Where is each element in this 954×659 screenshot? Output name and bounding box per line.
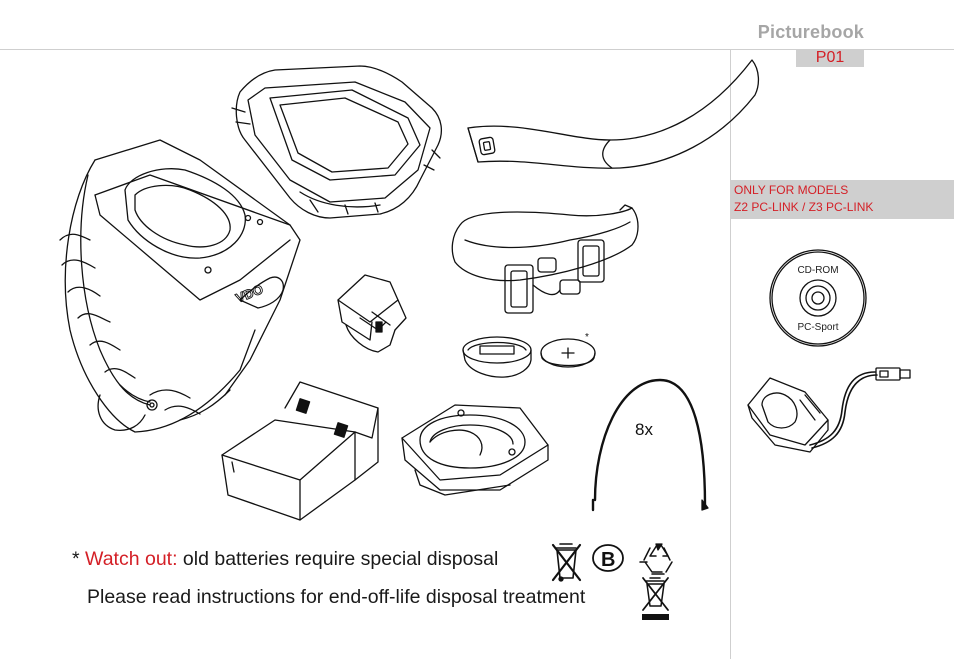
cd-bottom-label: PC-Sport xyxy=(797,322,838,333)
recycle-icon xyxy=(639,543,673,575)
warning-text: old batteries require special disposal xyxy=(177,548,499,570)
book-title: Picturebook xyxy=(757,22,864,42)
usb-cradle-illustration xyxy=(747,367,911,453)
handlebar-mount-illustration: VDO xyxy=(59,139,301,433)
cable-tie-illustration: 8x xyxy=(591,378,709,512)
mounting-bracket-illustration xyxy=(401,404,549,496)
models-note-line-1: ONLY FOR MODELS xyxy=(734,183,849,197)
warning-label: Watch out: xyxy=(85,548,178,570)
header-divider xyxy=(0,49,954,50)
elastic-strap-illustration xyxy=(451,204,639,314)
page-code-tag: P01 xyxy=(796,49,864,67)
cd-rom-illustration: CD-ROM PC-Sport xyxy=(769,249,867,347)
coin-battery-illustration: * xyxy=(540,332,596,368)
cd-top-label: CD-ROM xyxy=(797,265,838,276)
warning-asterisk: * xyxy=(72,548,80,570)
side-panel-divider xyxy=(730,50,731,659)
chest-strap-illustration xyxy=(467,59,760,169)
models-note-box: ONLY FOR MODELS Z2 PC-LINK / Z3 PC-LINK xyxy=(731,180,954,219)
vdo-brand-mark: VDO xyxy=(234,281,266,305)
small-clip-illustration xyxy=(337,274,407,353)
battery-b-symbol-icon: B xyxy=(592,544,624,572)
battery-warning: * Watch out: old batteries require speci… xyxy=(72,548,498,571)
battery-cover-illustration xyxy=(462,336,532,378)
battery-symbol-letter: B xyxy=(601,549,615,571)
battery-asterisk: * xyxy=(585,332,589,343)
disposal-instruction: Please read instructions for end-off-lif… xyxy=(87,586,586,608)
quantity-label: 8x xyxy=(635,420,653,439)
models-note-line-2: Z2 PC-LINK / Z3 PC-LINK xyxy=(734,200,874,214)
crossed-bin-icon xyxy=(551,543,582,582)
weee-bin-icon xyxy=(642,577,669,620)
computer-unit-illustration xyxy=(231,65,443,219)
speed-sensor-illustration xyxy=(221,381,379,521)
